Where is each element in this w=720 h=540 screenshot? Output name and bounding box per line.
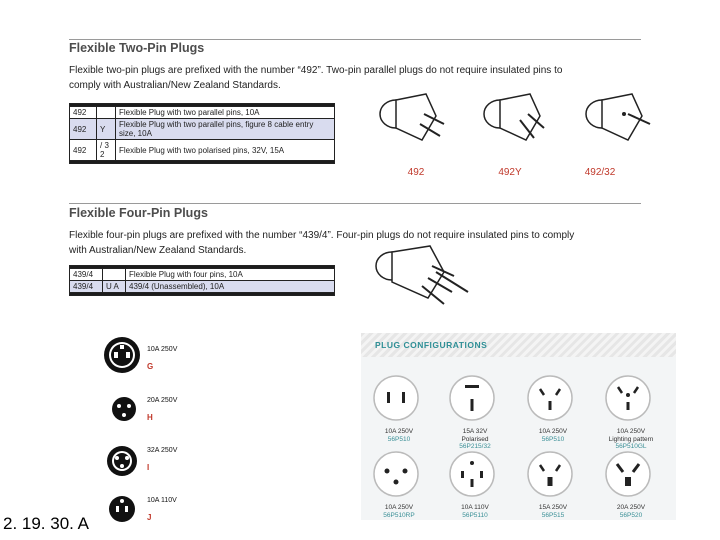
table-cell-desc: 439/4 (Unassembled), 10A xyxy=(125,280,335,293)
four-pin-rule xyxy=(69,203,641,204)
table-cell-suffix: Y xyxy=(96,118,116,140)
two-pin-paragraph: Flexible two-pin plugs are prefixed with… xyxy=(69,63,629,93)
plug-492-image xyxy=(379,93,445,141)
rating-g: 10A 250V G xyxy=(147,345,177,371)
table-cell-suffix xyxy=(96,106,116,119)
table-cell-desc: Flexible Plug with two polarised pins, 3… xyxy=(115,139,335,161)
table-cell-suffix: / 3 2 xyxy=(96,139,116,161)
table-cell-desc: Flexible Plug with two parallel pins, 10… xyxy=(115,106,335,119)
config-extra: Polarised xyxy=(461,435,489,443)
config-extra: Lighting pattern xyxy=(608,435,654,443)
table-cell-code: 439/4 xyxy=(69,268,103,281)
config-rating: 20A 250V xyxy=(616,504,646,511)
plug-492-32-image xyxy=(585,93,651,141)
config-panel-title: PLUG CONFIGURATIONS xyxy=(375,340,488,350)
config-rating: 15A 250V xyxy=(538,504,568,511)
plug-label-492-32: 492/32 xyxy=(584,167,616,178)
two-pin-para-line1: Flexible two-pin plugs are prefixed with… xyxy=(69,65,563,76)
two-pin-table: 492 Flexible Plug with two parallel pins… xyxy=(69,103,335,164)
config-rating: 10A 250V xyxy=(384,428,414,435)
config-rating: 10A 250V xyxy=(616,428,646,435)
config-rating: 15A 32V xyxy=(462,428,488,435)
outlet-polarised-icon xyxy=(449,375,495,421)
outlet-lighting-pattern-icon xyxy=(605,375,651,421)
socket-face-icons xyxy=(104,337,140,522)
config-code: 56P510RP xyxy=(383,511,415,519)
config-code: 56P5110 xyxy=(462,511,488,519)
config-rating: 10A 250V xyxy=(538,428,568,435)
outlet-110v-icon xyxy=(449,451,495,497)
rating-i: 32A 250V I xyxy=(147,446,177,472)
outlet-20a-icon xyxy=(605,451,651,497)
two-pin-title: Flexible Two-Pin Plugs xyxy=(69,41,205,55)
socket-h-icon xyxy=(112,397,136,421)
table-cell-desc: Flexible Plug with two parallel pins, fi… xyxy=(115,118,335,140)
outlet-round-pin-icon xyxy=(373,451,419,497)
config-code: 56P215/32 xyxy=(459,443,491,450)
rating-letter: G xyxy=(147,362,154,371)
rating-h: 20A 250V H xyxy=(147,396,177,422)
rating-value: 32A 250V xyxy=(147,447,178,454)
socket-g-icon xyxy=(104,337,140,373)
table-cell-suffix: U A xyxy=(102,280,126,293)
table-cell-code: 492 xyxy=(69,106,97,119)
outlet-15a-icon xyxy=(527,451,573,497)
plug-label-492: 492 xyxy=(407,167,425,178)
plug-492y-image xyxy=(483,93,545,141)
config-code: 56P520 xyxy=(619,511,643,519)
config-code: 56P510 xyxy=(541,435,565,443)
rating-letter: I xyxy=(147,463,150,472)
rating-value: 20A 250V xyxy=(147,397,178,404)
two-pin-rule xyxy=(69,39,641,40)
table-cell-desc: Flexible Plug with four pins, 10A xyxy=(125,268,335,281)
rating-value: 10A 250V xyxy=(147,346,178,353)
table-cell-code: 492 xyxy=(69,139,97,161)
outlet-three-pin-icon xyxy=(527,375,573,421)
plug-label-492y: 492Y xyxy=(498,167,522,178)
outlet-two-pin-icon xyxy=(373,375,419,421)
config-rating: 10A 110V xyxy=(461,504,489,511)
table-cell-code: 492 xyxy=(69,118,97,140)
config-panel-header: PLUG CONFIGURATIONS xyxy=(361,333,676,357)
four-pin-table: 439/4 Flexible Plug with four pins, 10A … xyxy=(69,265,335,296)
table-cell-code: 439/4 xyxy=(69,280,103,293)
rating-j: 10A 110V J xyxy=(147,496,177,522)
section-code: 2. 19. 30. A xyxy=(3,514,90,533)
four-pin-paragraph: Flexible four-pin plugs are prefixed wit… xyxy=(69,228,629,258)
table-cell-suffix xyxy=(102,268,126,281)
four-pin-plug-image xyxy=(375,245,469,305)
config-code: 56P510 xyxy=(387,435,411,443)
rating-letter: J xyxy=(147,513,152,522)
config-rating: 10A 250V xyxy=(384,504,414,511)
rating-value: 10A 110V xyxy=(147,497,177,504)
four-pin-para-line1: Flexible four-pin plugs are prefixed wit… xyxy=(69,230,575,241)
two-pin-para-line2: comply with Australian/New Zealand Stand… xyxy=(69,80,281,91)
rating-letter: H xyxy=(147,413,153,422)
config-code: 56P515 xyxy=(541,511,565,519)
four-pin-title: Flexible Four-Pin Plugs xyxy=(69,206,208,220)
socket-j-icon xyxy=(109,496,135,522)
socket-i-icon xyxy=(107,446,137,476)
config-code: 56P510GL xyxy=(615,443,647,450)
two-pin-plug-images xyxy=(379,93,651,141)
four-pin-para-line2: with Australian/New Zealand Standards. xyxy=(69,245,247,256)
